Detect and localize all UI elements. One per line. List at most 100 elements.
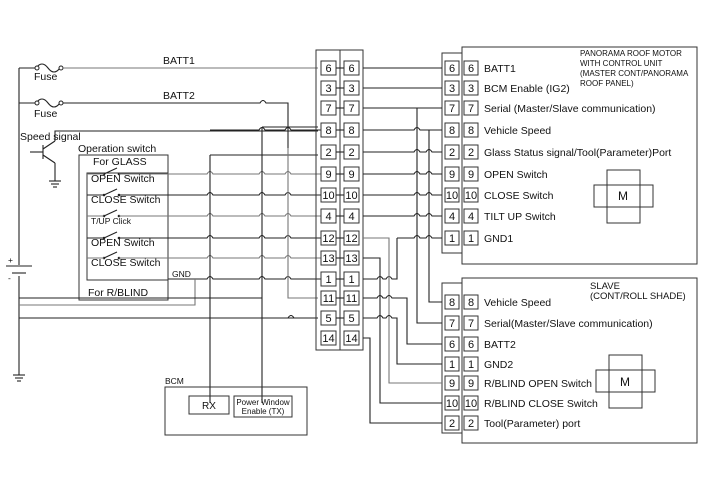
master-pin-mate xyxy=(463,100,479,116)
slave-pin-label: 1 xyxy=(449,359,455,371)
master-pin-label: 2 xyxy=(449,147,455,159)
master-pin-mate xyxy=(463,208,479,224)
master-pin-label: 10 xyxy=(446,190,458,202)
master-pin-mate-label: 9 xyxy=(468,169,474,181)
master-pin xyxy=(444,187,460,203)
junction-right-pin-label: 11 xyxy=(346,293,357,305)
junction-left-pin-label: 13 xyxy=(322,253,334,265)
master-motor-icon: M xyxy=(593,169,654,224)
junction-right-pin-label: 7 xyxy=(348,103,354,115)
slave-pin-mate-label: 9 xyxy=(468,378,474,390)
switch-wire xyxy=(87,212,321,217)
fuse-2-icon xyxy=(34,98,64,108)
bcm-rx-box xyxy=(188,395,230,415)
battery-bus xyxy=(18,67,36,375)
master-signal-label: TILT UP Switch xyxy=(484,211,556,223)
master-pin-mate xyxy=(463,230,479,246)
slave-pin-mate xyxy=(463,315,479,331)
junction-left-pin-label: 12 xyxy=(322,233,334,245)
batt2-label: BATT2 xyxy=(163,90,195,102)
fuse-1-icon xyxy=(34,63,64,73)
master-signal-label: BCM Enable (IG2) xyxy=(484,83,570,95)
bcm-tx-label-2: Enable (TX) xyxy=(242,407,285,416)
fuse-2-label: Fuse xyxy=(34,108,58,120)
slave-pin xyxy=(444,395,460,411)
master-pin-mate xyxy=(463,122,479,138)
slave-unit-box xyxy=(461,277,698,444)
master-pin-label: 6 xyxy=(449,63,455,75)
junction-right-pin-label: 2 xyxy=(348,147,354,159)
slave-pin xyxy=(444,315,460,331)
slave-pin-label: 9 xyxy=(449,378,455,390)
slave-signal-label: R/BLIND CLOSE Switch xyxy=(484,398,598,410)
master-pin-mate-label: 2 xyxy=(468,147,474,159)
junction-right-pin-label: 1 xyxy=(348,274,354,286)
bcm-tx-box xyxy=(233,395,293,418)
junction-right-pin-label: 10 xyxy=(345,190,357,202)
crossover xyxy=(287,314,295,319)
switch-contact-icon xyxy=(103,188,118,196)
slave-pin-label: 8 xyxy=(449,297,455,309)
rblind-group-label: For R/BLIND xyxy=(88,287,149,299)
master-signal-label: OPEN Switch xyxy=(484,169,548,181)
slave-pin-mate-label: 6 xyxy=(468,339,474,351)
master-pin-label: 3 xyxy=(449,83,455,95)
junction-to-units-wires xyxy=(363,67,442,424)
master-pin-mate-label: 7 xyxy=(468,103,474,115)
slave-pin xyxy=(444,415,460,431)
slave-signal-label: Tool(Parameter) port xyxy=(484,418,580,430)
junction-right-pin-label: 5 xyxy=(348,313,354,325)
junction-left-pin-label: 4 xyxy=(325,211,331,223)
junction-left-pin-label: 7 xyxy=(325,103,331,115)
master-pin xyxy=(444,60,460,76)
bcm-title: BCM xyxy=(165,376,184,386)
junction-left-pin-label: 6 xyxy=(325,63,331,75)
master-pin-mate xyxy=(463,60,479,76)
speed-junction-wire xyxy=(210,126,321,131)
transistor-icon xyxy=(30,140,61,188)
master-title-line: WITH CONTROL UNIT xyxy=(580,59,662,68)
junction-right-pin-label: 14 xyxy=(345,333,357,345)
slave-pin-mate-label: 10 xyxy=(465,398,477,410)
junction-left-pin xyxy=(320,330,337,346)
switch-contact-icon xyxy=(103,167,118,175)
master-pin-mate-label: 10 xyxy=(465,190,477,202)
junction-left-pin-label: 10 xyxy=(322,190,334,202)
junction-left-pin-label: 11 xyxy=(323,293,334,305)
master-title-line: ROOF PANEL) xyxy=(580,79,634,88)
master-pin-label: 8 xyxy=(449,125,455,137)
battery-icon: + - xyxy=(6,255,32,283)
master-pin-mate-label: 6 xyxy=(468,63,474,75)
slave-pin-mate xyxy=(463,294,479,310)
master-pin-mate xyxy=(463,80,479,96)
speed-signal-wire xyxy=(54,130,318,141)
master-signal-label: Glass Status signal/Tool(Parameter)Port xyxy=(484,147,671,159)
bcm-tx-label-1: Power Window xyxy=(236,398,290,407)
slave-pin xyxy=(444,356,460,372)
master-signal-label: CLOSE Switch xyxy=(484,190,554,202)
junction-right-pin-label: 9 xyxy=(348,169,354,181)
master-signal-label: Vehicle Speed xyxy=(484,125,551,137)
slave-pin-mate xyxy=(463,415,479,431)
switch-inner-box xyxy=(86,172,169,281)
bcm-rx-label: RX xyxy=(202,401,216,412)
batt2-down-wire xyxy=(287,148,318,299)
master-pin-mate-label: 3 xyxy=(468,83,474,95)
slave-pin-mate xyxy=(463,356,479,372)
glass-group-label: For GLASS xyxy=(93,156,147,168)
switch-label: CLOSE Switch xyxy=(91,194,161,206)
master-pin xyxy=(444,144,460,160)
master-pin xyxy=(444,80,460,96)
junction-right-housing xyxy=(339,49,364,351)
master-pin-mate-label: 8 xyxy=(468,125,474,137)
slave-motor-icon: M xyxy=(595,354,656,409)
gnd-row-wire xyxy=(168,275,321,280)
junction-left-pin-label: 9 xyxy=(325,169,331,181)
master-unit-box xyxy=(461,46,698,265)
switch-label: CLOSE Switch xyxy=(91,257,161,269)
slave-motor-label: M xyxy=(620,375,630,389)
junction-right-pin-label: 3 xyxy=(348,83,354,95)
slave-title-line: SLAVE xyxy=(590,281,620,292)
junction-right-pin-label: 4 xyxy=(348,211,354,223)
gnd-label: GND xyxy=(172,269,191,279)
